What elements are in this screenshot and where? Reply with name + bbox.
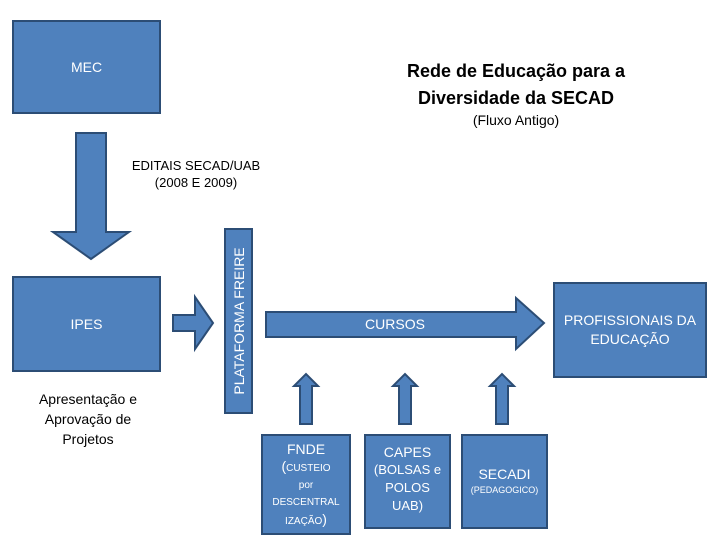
node-ipes-label: IPES xyxy=(70,316,103,332)
page-title-line2: Diversidade da SECAD xyxy=(417,88,615,108)
apresentacao-line2: Aprovação de xyxy=(44,411,132,427)
node-fnde-line1: FNDE xyxy=(286,441,326,457)
node-capes-line1: CAPES xyxy=(383,443,432,460)
node-fnde-por: por xyxy=(298,480,314,491)
node-secadi-line1: SECADI xyxy=(478,465,531,482)
page-title-line1: Rede de Educação para a xyxy=(406,61,626,81)
page-subtitle: (Fluxo Antigo) xyxy=(472,112,560,128)
node-secadi: SECADI (PEDAGOGICO) xyxy=(461,434,548,529)
node-profissionais-line2: EDUCAÇÃO xyxy=(590,331,670,347)
editais-line1: EDITAIS SECAD/UAB xyxy=(131,158,261,173)
node-mec-label: MEC xyxy=(70,59,103,75)
node-ipes: IPES xyxy=(12,276,161,372)
editais-line2: (2008 E 2009) xyxy=(154,175,238,190)
node-fnde-descentral: DESCENTRAL xyxy=(272,497,340,508)
editais-annotation: EDITAIS SECAD/UAB (2008 E 2009) xyxy=(118,157,274,191)
node-fnde: FNDE (CUSTEIO por DESCENTRAL IZAÇÃO) xyxy=(261,434,351,535)
node-secadi-line2: (PEDAGOGICO) xyxy=(470,484,539,495)
node-capes: CAPES (BOLSAS e POLOS UAB) xyxy=(364,434,451,529)
cursos-label: CURSOS xyxy=(365,316,425,332)
node-capes-line4: UAB) xyxy=(391,497,424,513)
node-plataforma-freire-label: PLATAFORMA FREIRE xyxy=(231,247,247,395)
node-capes-line2: (BOLSAS e xyxy=(373,461,442,477)
node-mec: MEC xyxy=(12,20,161,114)
node-fnde-paren-close: ) xyxy=(322,511,327,527)
page-title: Rede de Educação para a Diversidade da S… xyxy=(380,58,652,128)
apresentacao-line1: Apresentação e xyxy=(38,391,138,407)
node-capes-line3: POLOS xyxy=(385,479,430,495)
apresentacao-annotation: Apresentação e Aprovação de Projetos xyxy=(12,389,164,449)
arrow-mec-to-ipes xyxy=(49,132,133,261)
node-fnde-izacao: IZAÇÃO xyxy=(285,516,323,527)
arrow-secadi-up xyxy=(487,372,517,425)
node-profissionais-line1: PROFISSIONAIS DA xyxy=(563,312,697,328)
apresentacao-line3: Projetos xyxy=(62,431,114,447)
arrow-fnde-up xyxy=(291,372,321,425)
node-profissionais: PROFISSIONAIS DA EDUCAÇÃO xyxy=(553,282,707,378)
node-plataforma-freire xyxy=(224,228,253,414)
node-fnde-custeio: CUSTEIO xyxy=(286,463,331,474)
node-fnde-paren-open: ( xyxy=(281,458,287,474)
arrow-ipes-to-plataforma xyxy=(172,293,215,353)
arrow-cursos xyxy=(265,295,546,352)
arrow-capes-up xyxy=(390,372,420,425)
